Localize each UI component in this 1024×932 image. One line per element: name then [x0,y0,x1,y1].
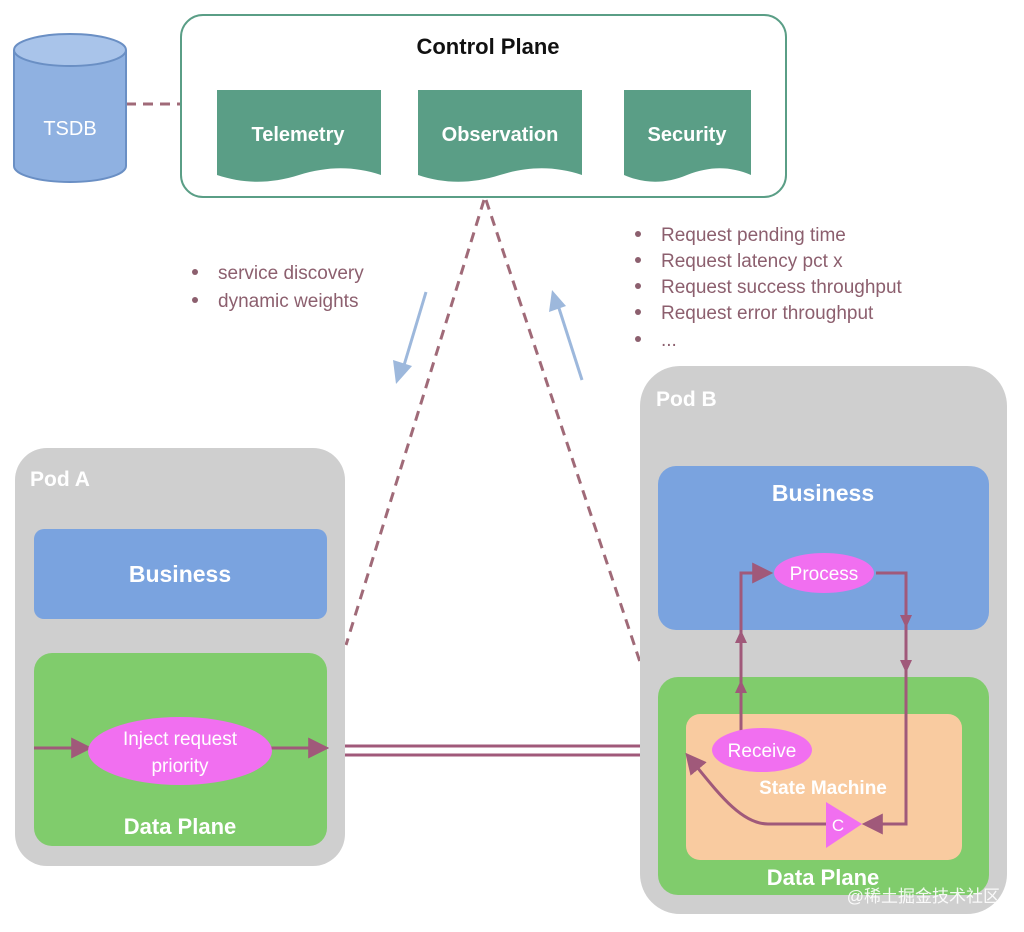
control-to-pod-a-dashed-line [344,199,486,646]
pod-b-data-plane-label: Data Plane [767,865,880,890]
inject-priority-line2: priority [151,756,209,777]
bullet [635,336,641,342]
control-plane-title: Control Plane [416,34,559,59]
pod-a-business-box [34,529,327,619]
pod-a-business-label: Business [129,561,231,587]
pod-b: Pod B Business Data Plane State Machine … [640,366,1007,914]
metric-error-throughput: Request error throughput [661,303,874,324]
c-node-label: C [832,816,844,835]
pod-a-title: Pod A [30,468,90,491]
control-to-pod-b-dashed-line [484,199,642,663]
pod-b-business-label: Business [772,480,874,506]
pod-b-title: Pod B [656,388,717,411]
process-node [774,553,874,593]
uplink-metrics-list: Request pending time Request latency pct… [635,225,903,351]
pod-a: Pod A Business Data Plane Inject request… [15,448,345,866]
bullet [635,231,641,237]
metric-pending-time: Request pending time [661,225,846,246]
inject-priority-line1: Inject request [123,729,238,750]
downlink-notes: service discovery dynamic weights [192,263,364,312]
module-observation-label: Observation [442,124,559,146]
note-dynamic-weights: dynamic weights [218,291,358,312]
bullet [635,309,641,315]
process-to-c-arrow [861,571,908,835]
pod-a-data-plane-label: Data Plane [124,814,237,839]
metric-more: ... [661,330,677,351]
control-plane-box: Control Plane Telemetry Observation Secu… [180,14,787,198]
module-telemetry: Telemetry [217,90,381,182]
receive-node [712,728,812,772]
receive-label: Receive [728,741,797,762]
inject-priority-node [88,717,272,785]
process-label: Process [790,564,859,585]
module-telemetry-label: Telemetry [251,124,345,146]
note-service-discovery: service discovery [218,263,364,284]
bullet [192,269,198,275]
bullet [192,297,198,303]
pod-link-lines [345,744,641,757]
downlink-arrow-icon [393,291,428,384]
bullet [635,257,641,263]
watermark-text: @稀土掘金技术社区 [847,887,1000,906]
metric-success-throughput: Request success throughput [661,277,903,298]
module-observation: Observation [418,90,582,182]
state-machine-label: State Machine [759,778,887,799]
metric-latency-pct: Request latency pct x [661,251,843,272]
module-security-label: Security [648,124,728,146]
tsdb-label: TSDB [43,118,96,140]
tsdb-database-icon: TSDB [13,33,127,183]
uplink-arrow-icon [549,290,584,381]
bullet [635,283,641,289]
module-security: Security [624,90,751,182]
c-triangle-node [826,802,862,848]
c-to-receive-arrow [685,752,826,826]
